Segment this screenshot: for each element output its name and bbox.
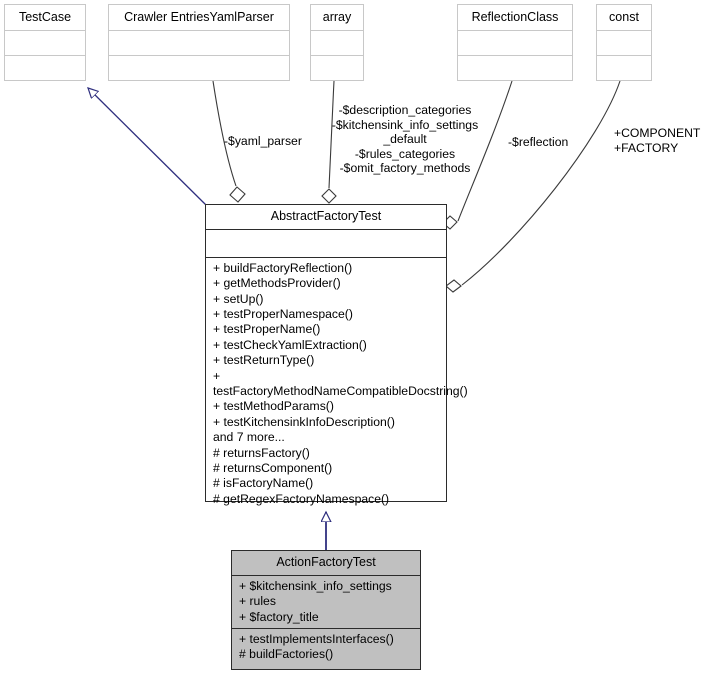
class-attributes-reflectionclass <box>458 29 572 55</box>
class-member-row: + testImplementsInterfaces() <box>239 631 394 646</box>
class-member-row: + testProperName() <box>213 322 321 337</box>
class-member-row: + $kitchensink_info_settings <box>239 578 392 593</box>
class-attributes-actionfactorytest: + $kitchensink_info_settings+ rules+ $fa… <box>232 574 420 628</box>
class-member-row: + testProperNamespace() <box>213 306 353 321</box>
class-member-row: + testFactoryMethodNameCompatibleDocstri… <box>213 368 468 398</box>
class-operations-testcase <box>5 54 85 80</box>
class-box-crawler-entries-yaml-parser[interactable]: Crawler EntriesYamlParser <box>108 4 290 81</box>
class-name-abstractfactorytest: AbstractFactoryTest <box>270 209 382 223</box>
class-member-row: + rules <box>239 594 276 609</box>
class-attributes-abstractfactorytest <box>206 228 446 257</box>
class-member-row: + testCheckYamlExtraction() <box>213 337 367 352</box>
class-name-array: array <box>322 10 352 24</box>
class-name-testcase: TestCase <box>18 10 72 24</box>
class-box-testcase[interactable]: TestCase <box>4 4 86 81</box>
class-member-row: # getRegexFactoryNamespace() <box>213 491 390 506</box>
class-name-crawler-entries-yaml-parser: Crawler EntriesYamlParser <box>124 10 274 24</box>
class-attributes-const <box>597 29 651 55</box>
edge-label-const-members: +COMPONENT +FACTORY <box>614 126 701 155</box>
edge-generalization-testcase <box>88 88 207 206</box>
class-attributes-crawler-entries-yaml-parser <box>109 29 289 55</box>
class-member-row: + getMethodsProvider() <box>213 276 341 291</box>
class-member-row: # returnsComponent() <box>213 461 333 476</box>
class-operations-abstractfactorytest: + buildFactoryReflection()+ getMethodsPr… <box>206 256 468 511</box>
class-operations-actionfactorytest: + testImplementsInterfaces()# buildFacto… <box>232 627 420 666</box>
class-member-row: + $factory_title <box>239 609 319 624</box>
edge-label-reflection: -$reflection <box>508 135 569 149</box>
edge-label-array-members: -$description_categories -$kitchensink_i… <box>331 103 479 176</box>
class-member-row: + buildFactoryReflection() <box>213 260 353 275</box>
class-name-reflectionclass: ReflectionClass <box>471 10 559 24</box>
edge-label-yaml-parser: -$yaml_parser <box>224 134 302 148</box>
edge-aggregation-array <box>321 80 337 204</box>
class-operations-crawler-entries-yaml-parser <box>109 54 289 80</box>
class-member-row: + testReturnType() <box>213 353 315 368</box>
class-member-row: and 7 more... <box>213 430 285 445</box>
class-box-const[interactable]: const <box>596 4 652 81</box>
class-attributes-array <box>311 29 363 55</box>
class-member-row: + testKitchensinkInfoDescription() <box>213 414 395 429</box>
class-box-reflectionclass[interactable]: ReflectionClass <box>457 4 573 81</box>
class-operations-array <box>311 54 363 80</box>
class-member-row: # isFactoryName() <box>213 476 314 491</box>
class-operations-reflectionclass <box>458 54 572 80</box>
class-attributes-testcase <box>5 29 85 55</box>
class-box-abstractfactorytest[interactable]: AbstractFactoryTest + buildFactoryReflec… <box>205 204 468 506</box>
class-name-actionfactorytest: ActionFactoryTest <box>276 555 376 569</box>
edge-aggregation-yaml-parser <box>212 80 246 203</box>
class-member-row: + testMethodParams() <box>213 399 334 414</box>
class-box-array[interactable]: array <box>310 4 364 81</box>
class-box-actionfactorytest[interactable]: ActionFactoryTest + $kitchensink_info_se… <box>231 550 421 670</box>
class-member-row: # buildFactories() <box>239 647 334 662</box>
class-member-row: + setUp() <box>213 291 264 306</box>
class-member-row: # returnsFactory() <box>213 445 310 460</box>
class-name-const: const <box>609 10 639 24</box>
class-operations-const <box>597 54 651 80</box>
